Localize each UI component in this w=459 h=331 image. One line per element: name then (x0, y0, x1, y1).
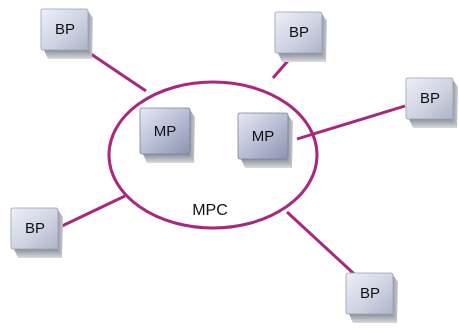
bp-node-label: BP (25, 220, 45, 237)
bp-node-right: BP (405, 77, 458, 128)
mpc-ring (107, 80, 319, 230)
bp-node-bottom-left: BP (10, 207, 63, 258)
bp-node-label: BP (360, 285, 380, 302)
mp-node: MP (139, 107, 195, 163)
bp-node-top-left: BP (40, 8, 93, 59)
connector-line-right (296, 104, 406, 141)
connector-line-top-left (87, 50, 147, 93)
mp-node-label: MP (252, 128, 275, 145)
bp-node-top-right: BP (274, 11, 327, 62)
connector-line-bottom-right (285, 210, 367, 286)
bp-node-label: BP (289, 24, 309, 41)
bp-node-label: BP (420, 90, 440, 107)
mp-node-label: MP (154, 123, 177, 140)
mp-node: MP (237, 112, 293, 168)
mpc-label: MPC (192, 202, 228, 219)
connector-line-bottom-left (61, 194, 126, 228)
bp-node-label: BP (55, 21, 75, 38)
connector-lines (61, 50, 406, 286)
bp-node-bottom-right: BP (345, 272, 398, 323)
